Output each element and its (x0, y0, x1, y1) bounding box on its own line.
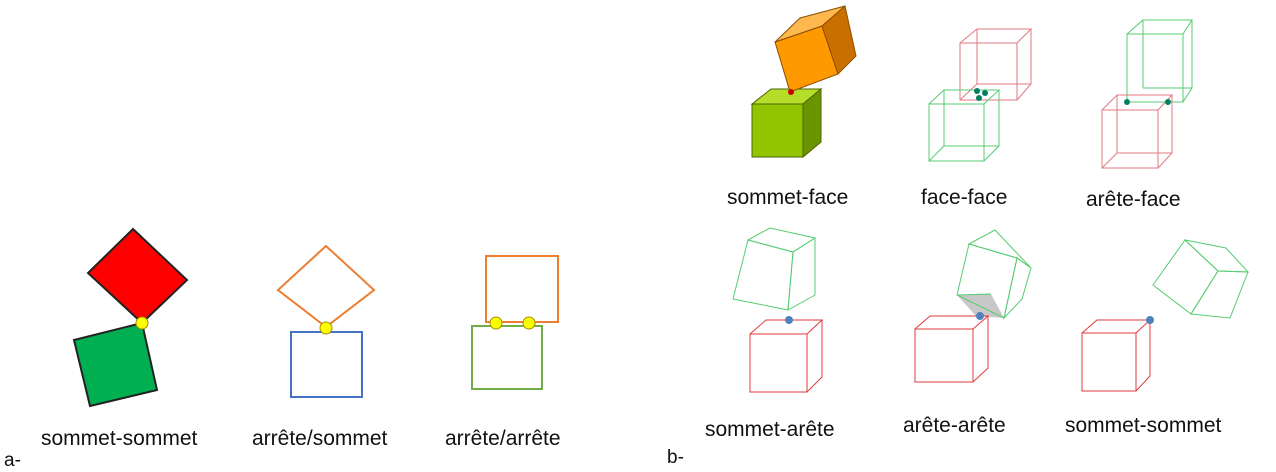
contact-point (976, 95, 982, 101)
label-arrete-arrete-2d: arrête/arrête (445, 427, 561, 450)
red-rotated-square (86, 227, 189, 325)
lime-cube-front (751, 103, 804, 158)
orange-outline-square (485, 255, 559, 323)
blue-outline-square (290, 331, 363, 398)
label-sommet-sommet-3d: sommet-sommet (1065, 414, 1222, 437)
pink-wire-cube (959, 28, 1033, 101)
red-wire-cube (1081, 319, 1152, 392)
panel-b-tag: b- (667, 447, 684, 468)
label-arete-face: arête-face (1086, 188, 1181, 211)
green-rotated-square (72, 321, 159, 408)
contact-point (982, 90, 988, 96)
label-sommet-face: sommet-face (727, 186, 849, 209)
contact-point (1165, 99, 1171, 105)
contact-point (135, 316, 149, 330)
contact-point (319, 321, 333, 335)
green-outline-square (471, 325, 543, 390)
panel-b-top-figures (750, 5, 1193, 169)
contact-point (1124, 99, 1130, 105)
contact-point (974, 88, 980, 94)
orange-outline-diamond (276, 244, 376, 329)
contact-point (788, 89, 794, 95)
lime-cube-side (802, 87, 822, 159)
contact-point (489, 316, 503, 330)
green-wire-cube (1126, 19, 1193, 103)
label-face-face: face-face (921, 186, 1008, 209)
pink-wire-cube (1101, 94, 1174, 169)
red-wire-cube (914, 315, 990, 383)
green-wire-cube (1152, 239, 1250, 319)
green-wire-cube (928, 89, 1001, 162)
red-wire-cube (749, 319, 824, 393)
green-wire-cube (956, 229, 1032, 320)
label-arete-arete: arête-arête (903, 414, 1006, 437)
label-sommet-sommet-2d: sommet-sommet (41, 427, 198, 450)
orange-cube-side (821, 5, 857, 75)
green-wire-cube (732, 227, 817, 311)
contact-point (785, 316, 793, 324)
panel-a-tag: a- (4, 450, 21, 471)
panel-b-bottom-figures (732, 227, 1250, 393)
contact-point (976, 312, 984, 320)
label-sommet-arete: sommet-arête (705, 418, 835, 441)
contact-point (522, 316, 536, 330)
label-arrete-sommet-2d: arrête/sommet (252, 427, 388, 450)
contact-point (1146, 316, 1154, 324)
panel-a-figures (72, 227, 559, 408)
